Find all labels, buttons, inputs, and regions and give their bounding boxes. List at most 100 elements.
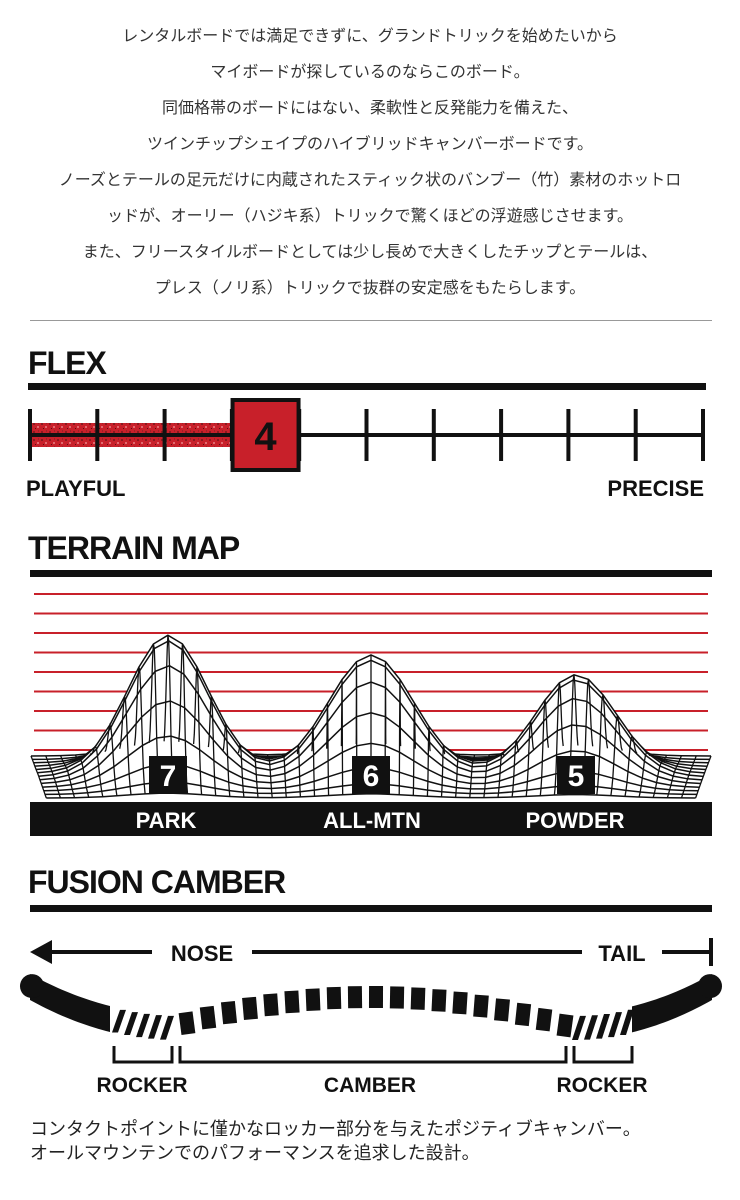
terrain-mesh-col [412,703,416,796]
board-rocker-hatch-left [136,1013,150,1038]
terrain-label-park: PARK [136,808,197,833]
terrain-mesh-col [426,726,431,797]
terrain-mesh-col [340,679,344,795]
score-value: 5 [568,760,585,793]
terrain-mesh-col [596,694,609,796]
board-camber-segment [410,987,426,1010]
flex-scale: 4 [28,398,705,472]
flex-marker: 4 [230,398,301,472]
terrain-mesh-col [694,755,712,799]
board-camber-segment [389,986,405,1009]
terrain-mesh-col [133,666,146,794]
profile-brackets [112,1046,634,1064]
terrain-mesh-col [469,754,476,798]
terrain-mesh-col [638,751,653,798]
flex-marker-box [230,398,301,472]
board-rocker-hatch-right [584,1015,598,1040]
rocker-right-label: ROCKER [556,1074,647,1097]
terrain-mesh-col [483,754,490,798]
camber-note: コンタクトポイントに僅かなロッカー部分を与えたポジティブキャンバー。 オールマウ… [30,1118,720,1166]
terrain-mesh-col [59,755,76,798]
terrain-mesh-col [525,721,535,797]
terrain-mesh-col [119,696,132,795]
terrain-mesh-col [553,682,564,796]
board-camber-segment [494,998,510,1022]
flex-rule [28,383,706,390]
board-rocker-hatch-left [160,1015,174,1040]
intro-text: レンタルボードでは満足できずに、グランドトリックを始めたいから マイボードが探し… [0,18,740,306]
intro-line: 同価格帯のボードにはない、柔軟性と反発能力を備えた、 [161,98,578,117]
terrain-mesh-col [30,755,47,799]
terrain-mesh-col [296,742,302,797]
arrow-left-icon [30,940,52,964]
board-camber-segment [368,985,384,1009]
board-camber-segment [431,989,447,1012]
bracket-camber [178,1046,568,1064]
board-nose [30,974,110,1032]
terrain-mesh-col [192,666,203,795]
terrain-mesh-col [45,755,62,799]
intro-line: また、フリースタイルボードとしては少し長めで大きくしたチップとテールは、 [82,242,658,261]
terrain-label-bar [30,802,712,836]
terrain-mesh-col [326,703,330,796]
terrain-mesh-col [440,743,446,797]
terrain-score-powder: 5 [557,756,595,794]
intro-line: ノーズとテールの足元だけに内蔵されたスティック状のバンブー（竹）素材のホットロ [58,170,682,189]
score-value: 7 [160,760,177,793]
terrain-mesh-col [104,722,118,796]
terrain-rule [30,570,712,577]
bracket-rocker-left [112,1046,174,1064]
score-value: 6 [363,760,380,793]
score-box [149,756,187,794]
board-profile [20,974,722,1040]
board-rocker-hatch-left [124,1012,138,1036]
board-nose-tip [20,974,44,999]
board-tail-tip [698,974,722,999]
terrain-mesh-col [610,715,623,796]
flex-left-label: PLAYFUL [26,476,126,501]
intro-line: ッドが、オーリー（ハジキ系）トリックで驚くほどの浮遊感じさせます。 [106,206,634,225]
terrain-mesh-col [89,745,104,797]
terrain-score-all-mtn: 6 [352,756,390,794]
intro-line: プレス（ノリ系）トリックで抜群の安定感をもたらします。 [154,278,586,297]
divider [30,320,712,321]
board-camber-segment [347,986,363,1009]
terrain-label-powder: POWDER [526,808,625,833]
note-line: コンタクトポイントに僅かなロッカー部分を与えたポジティブキャンバー。 [30,1119,641,1140]
terrain-mesh-col [222,724,231,797]
terrain-mesh-col [539,700,550,796]
intro-line: ツインチップシェイプのハイブリッドキャンバーボードです。 [146,134,594,153]
camber-label: CAMBER [324,1074,416,1097]
terrain-mesh-col [666,755,683,798]
note-line: オールマウンテンでのパフォーマンスを追求した設計。 [30,1143,480,1164]
terrain-mesh-col [311,726,316,797]
terrain-mesh [30,634,712,802]
intro-line: レンタルボードでは満足できずに、グランドトリックを始めたいから [122,26,618,45]
board-camber-segment [556,1013,574,1038]
board-rocker-hatch-right [608,1012,622,1038]
board-camber-segment [473,994,489,1018]
terrain-mesh-col [624,734,638,797]
flex-title: FLEX [28,345,107,381]
direction-arrow [30,938,713,966]
rocker-left-label: ROCKER [96,1074,187,1097]
board-rocker-hatch-right [572,1015,586,1040]
terrain-mesh-col [511,740,520,798]
score-box [557,756,595,794]
board-camber-segment [199,1005,217,1030]
board-rocker-hatch-right [620,1009,634,1036]
board-camber-segment [284,990,300,1014]
board-rocker-hatch-left [112,1009,126,1033]
terrain-mesh-col [266,754,273,798]
terrain-mesh-col [74,754,90,798]
board-rocker-hatch-left [148,1015,162,1039]
board-camber-segment [326,986,342,1010]
camber-diagram: NOSE TAIL ROCKER CAMBER ROCKER [20,938,722,1097]
board-camber-segment [220,1000,238,1025]
board-camber-segment [263,993,279,1017]
terrain-mesh-col [652,754,668,798]
terrain-mesh-col [252,753,259,798]
terrain-mesh-col [454,754,461,798]
bracket-rocker-right [572,1046,634,1064]
terrain-mesh-col [207,696,217,796]
